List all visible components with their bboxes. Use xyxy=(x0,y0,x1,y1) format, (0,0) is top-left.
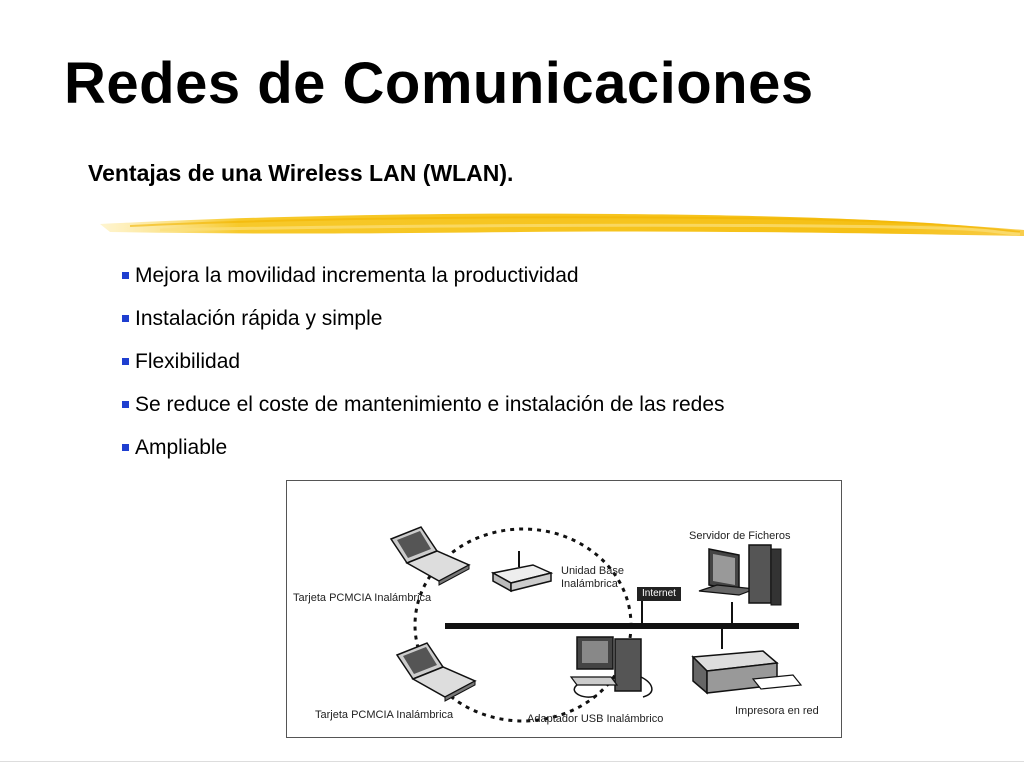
square-bullet-icon xyxy=(122,401,129,408)
network-printer-icon xyxy=(691,650,803,695)
square-bullet-icon xyxy=(122,272,129,279)
square-bullet-icon xyxy=(122,315,129,322)
label-laptop-top: Tarjeta PCMCIA Inalámbrica xyxy=(293,592,432,604)
footer-divider xyxy=(0,761,1024,762)
laptop-bottom-icon xyxy=(395,642,477,702)
square-bullet-icon xyxy=(122,358,129,365)
label-laptop-bottom: Tarjeta PCMCIA Inalámbrica xyxy=(315,709,454,721)
bullet-item: Flexibilidad xyxy=(120,348,725,391)
label-printer: Impresora en red xyxy=(735,705,819,717)
bullet-text: Ampliable xyxy=(135,436,228,459)
network-diagram-drawing xyxy=(389,526,803,723)
wireless-base-unit-icon xyxy=(490,551,554,593)
file-server-icon xyxy=(698,544,782,606)
desktop-computer-icon xyxy=(569,636,653,698)
label-usb-adapter: Adaptador USB Inalámbrico xyxy=(527,713,664,725)
label-file-server: Servidor de Ficheros xyxy=(689,530,791,542)
label-base-unit-2: Inalámbrica xyxy=(561,578,618,590)
bullet-list: Mejora la movilidad incrementa la produc… xyxy=(120,262,725,477)
bullet-item: Ampliable xyxy=(120,434,725,477)
bullet-text: Instalación rápida y simple xyxy=(135,307,383,330)
square-bullet-icon xyxy=(122,444,129,451)
bullet-item: Mejora la movilidad incrementa la produc… xyxy=(120,262,725,305)
slide-title: Redes de Comunicaciones xyxy=(64,51,814,116)
bullet-text: Flexibilidad xyxy=(135,350,241,373)
internet-badge: Internet xyxy=(637,587,681,601)
bullet-text: Mejora la movilidad incrementa la produc… xyxy=(135,264,579,287)
slide-subtitle: Ventajas de una Wireless LAN (WLAN). xyxy=(88,160,514,186)
label-base-unit-1: Unidad Base xyxy=(561,565,624,577)
bullet-item: Instalación rápida y simple xyxy=(120,305,725,348)
laptop-top-icon xyxy=(389,526,471,586)
bullet-text: Se reduce el coste de mantenimiento e in… xyxy=(135,393,725,416)
network-diagram: Tarjeta PCMCIA Inalámbrica Tarjeta PCMCI… xyxy=(286,480,842,738)
bullet-item: Se reduce el coste de mantenimiento e in… xyxy=(120,391,725,434)
highlighter-stroke xyxy=(100,213,1024,236)
